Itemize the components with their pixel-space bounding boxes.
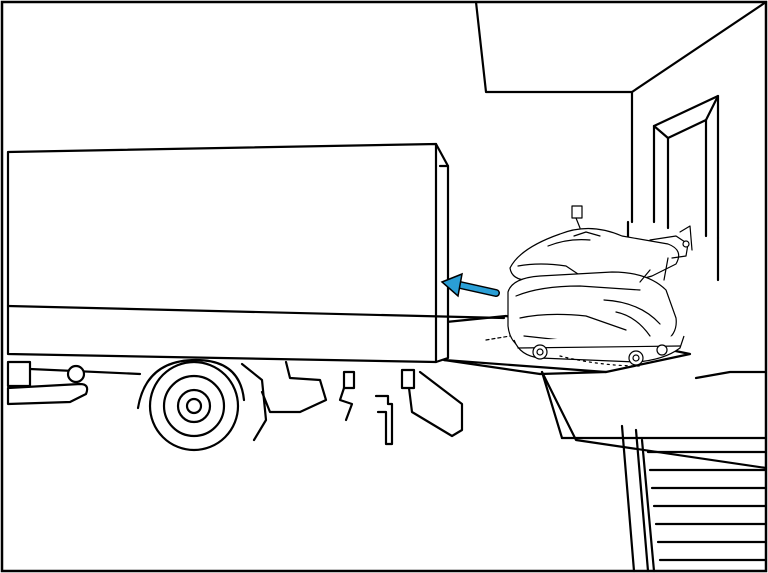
truck-bumper <box>6 382 89 406</box>
doorway <box>652 94 720 282</box>
loading-dock <box>540 370 768 573</box>
dock-side <box>540 370 564 440</box>
truck-cargo-box <box>6 142 506 364</box>
hitch-ball <box>66 364 86 384</box>
floor-scrubber-machine <box>485 205 693 367</box>
truck-wheel <box>136 358 246 452</box>
machine-seat-post <box>571 205 583 219</box>
arrow-left-icon <box>440 272 500 298</box>
wheel-fender <box>136 358 246 410</box>
building <box>474 0 768 380</box>
dock-edge <box>540 370 768 470</box>
truck-chassis <box>6 360 464 446</box>
building-floor-edge <box>694 370 768 380</box>
staircase <box>620 424 768 573</box>
tail-light <box>6 360 32 388</box>
truck <box>6 142 506 452</box>
building-ceiling <box>474 0 768 94</box>
machine-wheels <box>532 344 668 366</box>
